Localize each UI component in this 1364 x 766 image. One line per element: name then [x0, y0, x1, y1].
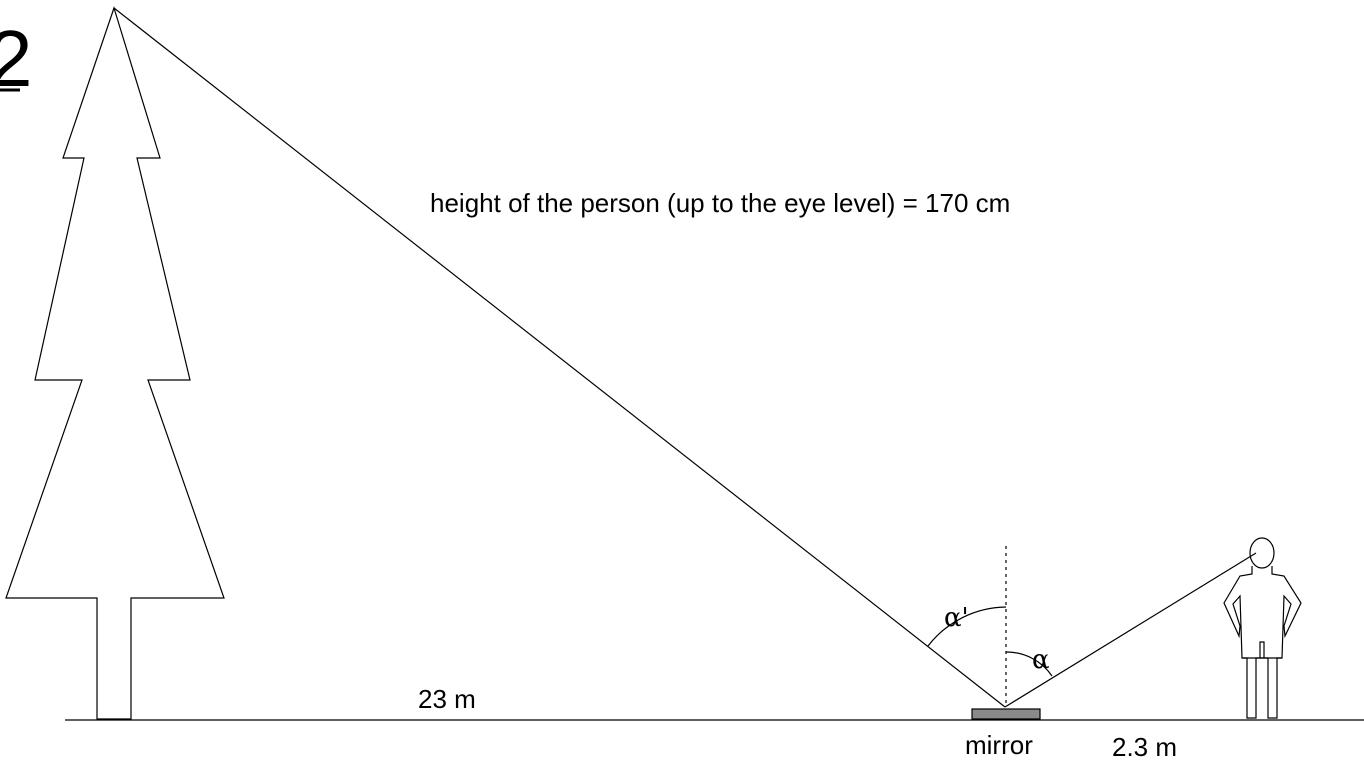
figure-number-text: 2: [0, 14, 33, 103]
ray-tree-to-mirror: [113, 7, 1006, 708]
person-head: [1249, 537, 1275, 569]
angle-arc-reflection: [927, 606, 1007, 647]
person-distance-label: 2.3 m: [1112, 732, 1177, 762]
person: [1223, 537, 1302, 719]
mirror: [971, 708, 1041, 720]
mirror-label: mirror: [965, 730, 1033, 760]
tree-distance-label: 23 m: [418, 684, 476, 714]
angle-reflection-label: α': [944, 603, 969, 633]
angle-arc-incidence: [1005, 651, 1053, 677]
ray-mirror-to-eye: [1004, 552, 1257, 708]
angle-incidence-label: α: [1032, 645, 1050, 675]
figure-number: 2: [0, 14, 33, 103]
person-height-label: height of the person (up to the eye leve…: [430, 188, 1010, 218]
person-leg-gap: [1259, 641, 1265, 658]
tree: [5, 6, 225, 720]
